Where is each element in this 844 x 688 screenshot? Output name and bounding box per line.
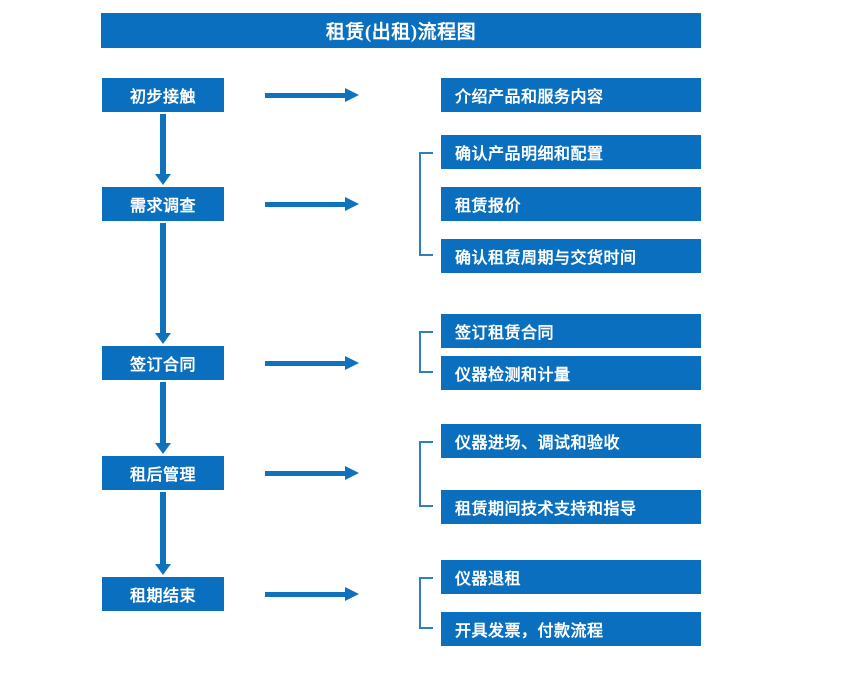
page-title: 租赁(出租)流程图 bbox=[101, 13, 701, 48]
detail-box-confirm-product-details[interactable]: 确认产品明细和配置 bbox=[441, 135, 701, 169]
horizontal-arrow-icon-2 bbox=[265, 197, 359, 211]
detail-box-confirm-rental-period[interactable]: 确认租赁周期与交货时间 bbox=[441, 239, 701, 273]
horizontal-arrow-icon-4 bbox=[265, 466, 359, 480]
vertical-arrow-icon-1 bbox=[155, 114, 171, 185]
stage-box-rental-end[interactable]: 租期结束 bbox=[102, 577, 224, 611]
detail-box-invoice-payment[interactable]: 开具发票，付款流程 bbox=[441, 612, 701, 646]
detail-box-rental-quotation[interactable]: 租赁报价 bbox=[441, 187, 701, 221]
stage-box-post-rental-management[interactable]: 租后管理 bbox=[102, 456, 224, 490]
bracket-connector-icon-1 bbox=[419, 152, 433, 256]
horizontal-arrow-icon-5 bbox=[265, 587, 359, 601]
vertical-arrow-icon-2 bbox=[155, 223, 171, 344]
detail-box-instrument-entry-commissioning[interactable]: 仪器进场、调试和验收 bbox=[441, 424, 701, 458]
detail-box-sign-rental-contract[interactable]: 签订租赁合同 bbox=[441, 314, 701, 348]
detail-box-introduce-products[interactable]: 介绍产品和服务内容 bbox=[441, 78, 701, 112]
stage-box-needs-survey[interactable]: 需求调查 bbox=[102, 187, 224, 221]
vertical-arrow-icon-3 bbox=[155, 382, 171, 454]
detail-box-technical-support[interactable]: 租赁期间技术支持和指导 bbox=[441, 490, 701, 524]
stage-box-initial-contact[interactable]: 初步接触 bbox=[102, 78, 224, 112]
horizontal-arrow-icon-1 bbox=[265, 88, 359, 102]
bracket-connector-icon-4 bbox=[419, 577, 433, 629]
stage-box-sign-contract[interactable]: 签订合同 bbox=[102, 346, 224, 380]
detail-box-instrument-return[interactable]: 仪器退租 bbox=[441, 560, 701, 594]
detail-box-instrument-inspection[interactable]: 仪器检测和计量 bbox=[441, 356, 701, 390]
bracket-connector-icon-2 bbox=[419, 331, 433, 373]
bracket-connector-icon-3 bbox=[419, 441, 433, 507]
horizontal-arrow-icon-3 bbox=[265, 356, 359, 370]
vertical-arrow-icon-4 bbox=[155, 492, 171, 575]
